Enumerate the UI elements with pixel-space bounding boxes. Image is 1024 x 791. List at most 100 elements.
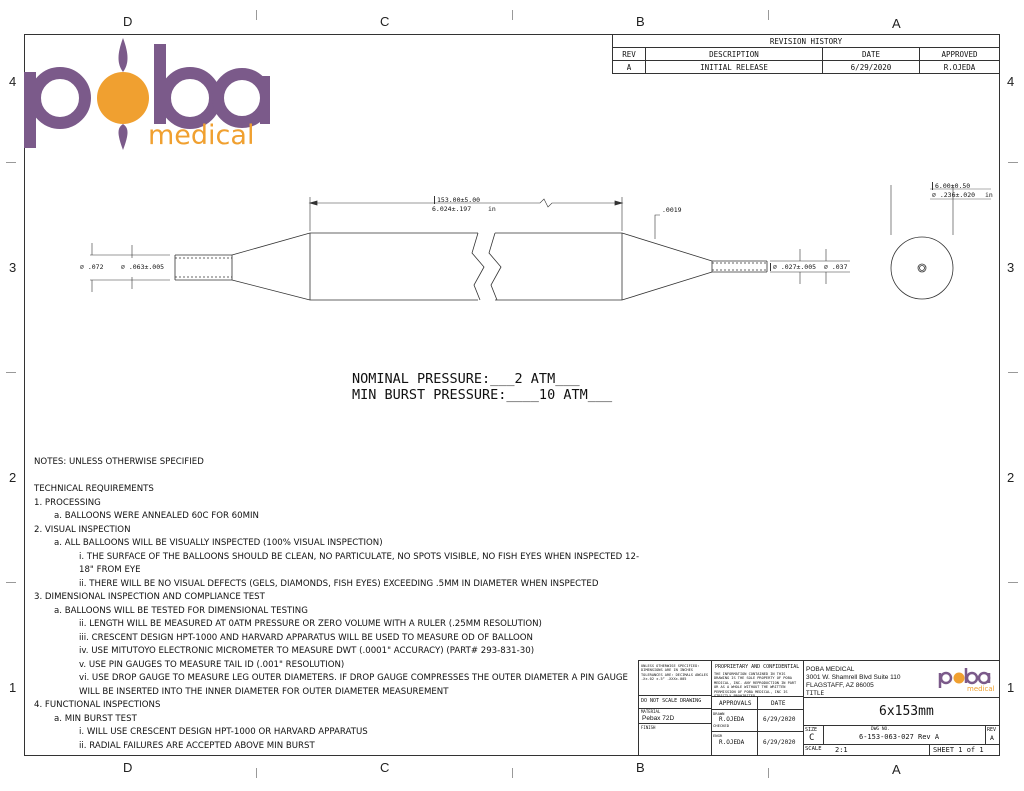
note-line: 4. FUNCTIONAL INSPECTIONS [34, 700, 161, 710]
proprietary-text: THE INFORMATION CONTAINED IN THIS DRAWIN… [714, 672, 797, 699]
finish-label: FINISH [641, 725, 656, 730]
note-line: 18" FROM EYE [79, 565, 141, 575]
length-dimension-inch: 6.024±.197 [432, 205, 472, 213]
title-block: UNLESS OTHERWISE SPECIFIED: DIMENSIONS A… [638, 660, 1000, 756]
note-line: iii. CRESCENT DESIGN HPT-1000 AND HARVAR… [79, 632, 533, 643]
title-label: TITLE [806, 690, 825, 697]
sheet-size: C [809, 733, 815, 743]
zone-left-1: 1 [9, 680, 17, 695]
dwg-no-label: DWG NO. [871, 727, 890, 732]
length-dimension: 153.00±5.00 [434, 196, 480, 204]
zone-bottom-d: D [123, 760, 133, 775]
zone-left-2: 2 [9, 470, 17, 485]
material-value: Pebax 72D [642, 715, 675, 722]
revision-title: REVISION HISTORY [612, 34, 1000, 48]
revision-cell: A [612, 60, 646, 74]
left-id-dimension: ∅ .063±.005 [121, 263, 165, 271]
right-od-dimension: ∅ .037 [824, 263, 848, 271]
note-line: ii. THERE WILL BE NO VISUAL DEFECTS (GEL… [79, 578, 599, 589]
note-line: TECHNICAL REQUIREMENTS [34, 484, 154, 494]
end-view-dimension: 6.00±0.50 [932, 182, 970, 190]
zone-bottom-b: B [636, 760, 645, 775]
title-block-logo: medical [938, 668, 995, 692]
note-line: NOTES: UNLESS OTHERWISE SPECIFIED [34, 457, 204, 467]
revision-cell: 6/29/2020 [822, 60, 920, 74]
notes-list: NOTES: UNLESS OTHERWISE SPECIFIED TECHNIC… [34, 456, 639, 753]
zone-tick [6, 372, 16, 373]
proprietary-title: PROPRIETARY AND CONFIDENTIAL [715, 664, 800, 670]
drawing-scale: 2:1 [835, 746, 848, 754]
company-address-1: 3001 W. Shamrell Blvd Suite 110 [806, 674, 901, 681]
logo-orange-dot [97, 72, 149, 124]
zone-left-4: 4 [9, 74, 17, 89]
revision-cell: INITIAL RELEASE [645, 60, 823, 74]
note-line: 2. VISUAL INSPECTION [34, 524, 131, 535]
logo-sub-text: medical [148, 120, 254, 151]
zone-bottom-c: C [380, 760, 390, 775]
company-name: POBA MEDICAL [806, 666, 855, 673]
note-line: iv. USE MITUTOYO ELECTRONIC MICROMETER T… [79, 646, 535, 656]
rev-label: REV [987, 727, 997, 733]
note-line: a. MIN BURST TEST [54, 713, 137, 724]
revision-header: APPROVED [919, 47, 1000, 61]
zone-right-3: 3 [1007, 260, 1015, 275]
engr-date: 6/29/2020 [763, 739, 796, 746]
zone-tick [768, 10, 769, 20]
company-address-2: FLAGSTAFF, AZ 86005 [806, 682, 874, 689]
drawing-frame [24, 34, 1000, 756]
zone-tick [6, 582, 16, 583]
zone-tick [1008, 162, 1018, 163]
zone-tick [1008, 582, 1018, 583]
zone-tick [256, 768, 257, 778]
zone-tick [512, 10, 513, 20]
sheet-number: SHEET 1 of 1 [933, 746, 984, 754]
drawing-number: 6-153-063-027 Rev A [859, 733, 940, 741]
revision-cell: R.OJEDA [919, 60, 1000, 74]
zone-right-1: 1 [1007, 680, 1015, 695]
nominal-pressure: NOMINAL PRESSURE:___2 ATM___ [352, 371, 580, 387]
engr-by: R.OJEDA [719, 739, 745, 746]
note-line: i. THE SURFACE OF THE BALLOONS SHOULD BE… [79, 551, 640, 562]
wall-thickness: .0019 [662, 206, 682, 214]
zone-right-2: 2 [1007, 470, 1015, 485]
min-burst-pressure: MIN BURST PRESSURE:____10 ATM___ [352, 387, 613, 403]
zone-tick [256, 10, 257, 20]
revision-header: DATE [822, 47, 920, 61]
zone-top-d: D [123, 14, 133, 29]
pressure-spec: NOMINAL PRESSURE:___2 ATM___ MIN BURST P… [352, 371, 612, 403]
end-view-unit: in [985, 191, 993, 199]
length-unit: in [488, 205, 496, 213]
zone-tick [512, 768, 513, 778]
drawn-label: DRAWN [713, 711, 725, 716]
size-label: SIZE [805, 727, 818, 733]
revision-header: REV [612, 47, 646, 61]
note-line: ii. LENGTH WILL BE MEASURED AT 0ATM PRES… [79, 619, 542, 629]
checked-label: CHECKED [713, 723, 730, 728]
drawing-title: 6x153mm [879, 704, 934, 719]
note-line: 1. PROCESSING [34, 497, 101, 508]
material-label: MATERIAL [641, 709, 661, 714]
note-line: a. BALLOONS WERE ANNEALED 60C FOR 60MIN [54, 511, 259, 521]
tolerance-note: UNLESS OTHERWISE SPECIFIED: DIMENSIONS A… [641, 664, 709, 682]
date-header: DATE [771, 700, 786, 707]
zone-left-3: 3 [9, 260, 17, 275]
zone-tick [6, 162, 16, 163]
scale-label: SCALE [805, 746, 822, 752]
balloon-drawing [90, 185, 991, 301]
approvals-header: APPROVALS [719, 700, 752, 707]
poba-logo: medical [24, 38, 270, 151]
revision-letter: A [990, 734, 994, 742]
note-line: i. WILL USE CRESCENT DESIGN HPT-1000 OR … [79, 727, 368, 737]
end-view-dimension-inch: ∅ .236±.020 [932, 191, 976, 199]
note-line: vi. USE DROP GAUGE TO MEASURE LEG OUTER … [79, 673, 628, 683]
note-line: v. USE PIN GAUGES TO MEASURE TAIL ID (.0… [79, 659, 345, 670]
revision-header: DESCRIPTION [645, 47, 823, 61]
note-line: a. ALL BALLOONS WILL BE VISUALLY INSPECT… [54, 538, 383, 548]
zone-bottom-a: A [892, 762, 901, 777]
zone-tick [768, 768, 769, 778]
drawn-date: 6/29/2020 [763, 716, 796, 723]
zone-right-4: 4 [1007, 74, 1015, 89]
right-id-dimension: ∅ .027±.005 [770, 263, 816, 271]
zone-top-c: C [380, 14, 390, 29]
svg-text:medical: medical [967, 685, 995, 692]
